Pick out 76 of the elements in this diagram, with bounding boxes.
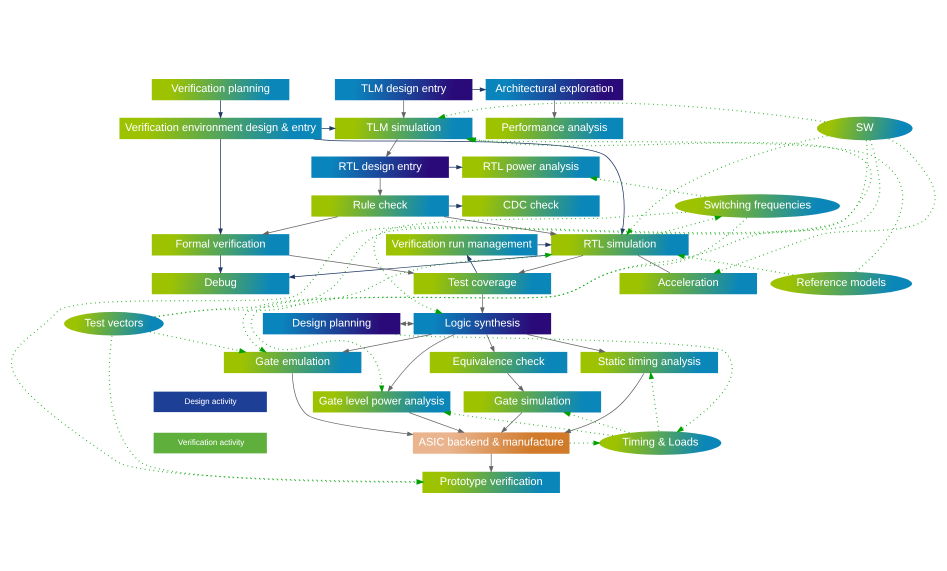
node-box: Design planning: [262, 312, 400, 334]
node-box: Static timing analysis: [580, 351, 718, 373]
arrow: [488, 452, 494, 472]
arrow: [486, 334, 495, 352]
arrow: [242, 140, 880, 352]
arrow: [342, 334, 432, 353]
arrow: [626, 134, 828, 235]
node-ellipse: Reference models: [770, 271, 912, 295]
node-ellipse: Timing & Loads: [599, 430, 722, 454]
node-box: Equivalence check: [430, 351, 568, 373]
arrow: [321, 126, 336, 130]
node-ellipse: Switching frequencies: [674, 194, 840, 218]
arrow: [378, 177, 382, 196]
arrow: [438, 102, 825, 122]
arrow: [288, 254, 415, 274]
arrow: [444, 216, 558, 236]
node-box: TLM design entry: [334, 78, 472, 100]
arrow: [518, 254, 584, 274]
node-box: Verification run management: [386, 234, 538, 255]
arrow: [401, 99, 406, 118]
arrow: [570, 440, 601, 446]
connector: [638, 254, 670, 273]
legend-label: Design activity: [184, 396, 237, 406]
node-box: Performance analysis: [486, 117, 624, 139]
node-box: Gate simulation: [464, 390, 602, 412]
node-box: Rule check: [311, 194, 449, 216]
node-box: ASIC backend & manufacture: [412, 432, 570, 454]
arrow: [500, 412, 522, 432]
arrow: [218, 254, 223, 274]
node-box: Test coverage: [414, 272, 552, 294]
node-box: RTL power analysis: [462, 156, 600, 178]
arrow: [677, 253, 794, 275]
arrow: [448, 203, 463, 208]
arrow: [154, 252, 553, 317]
node-ellipse: SW: [816, 116, 913, 140]
arrow: [564, 372, 644, 433]
arrow: [562, 411, 630, 433]
node-box: Architectural exploration: [486, 78, 624, 100]
arrow: [374, 211, 686, 314]
arrow: [480, 293, 485, 314]
arrow: [656, 215, 722, 234]
node-box: TLM simulation: [334, 117, 472, 139]
arrow: [526, 334, 606, 352]
arrow: [648, 371, 660, 430]
node-box: Acceleration: [620, 272, 758, 294]
node-box: RTL design entry: [311, 156, 449, 178]
arrow: [250, 216, 748, 392]
node-box: RTL simulation: [551, 234, 689, 255]
arrow: [218, 138, 223, 235]
node-box: Logic synthesis: [414, 312, 552, 334]
node-box: Verification environment design & entry: [119, 117, 322, 139]
arrow: [386, 138, 398, 157]
node-box: CDC check: [462, 194, 600, 216]
arrow: [408, 412, 465, 432]
arrow: [150, 330, 247, 353]
node-ellipse: Test vectors: [64, 311, 164, 335]
node-box: Verification planning: [152, 78, 290, 100]
arrow: [590, 176, 706, 197]
arrow: [218, 99, 223, 118]
arrow: [313, 138, 626, 235]
node-box: Prototype verification: [422, 471, 560, 493]
arrow: [466, 254, 478, 273]
arrow: [262, 216, 338, 235]
arrow: [443, 410, 613, 436]
node-box: Gate level power analysis: [312, 390, 450, 412]
arrow: [396, 333, 733, 432]
node-box: Formal verification: [152, 234, 290, 255]
arrow: [292, 372, 414, 436]
node-box: Debug: [152, 272, 290, 294]
node-box: Gate emulation: [224, 351, 362, 373]
arrow: [552, 99, 557, 118]
arrow: [507, 372, 524, 392]
arrow: [713, 138, 936, 274]
arrow: [388, 334, 455, 392]
legend-label: Verification activity: [178, 438, 244, 447]
arrow: [472, 86, 486, 92]
